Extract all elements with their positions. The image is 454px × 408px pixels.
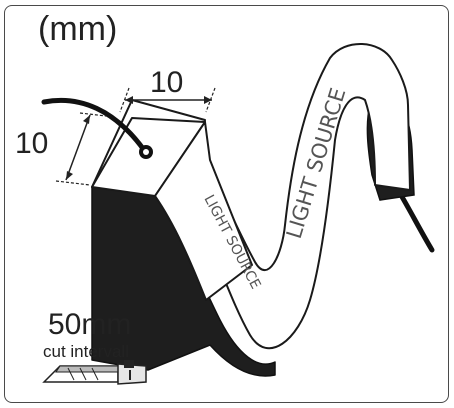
width-dimension-value: 10 [150, 66, 183, 99]
utility-knife-icon [42, 360, 147, 385]
height-dimension-value: 10 [15, 127, 48, 160]
cut-caption: cut intervall [43, 342, 129, 361]
block-side-face [154, 121, 253, 301]
unit-label: (mm) [38, 10, 117, 48]
height-dimension-line [65, 114, 91, 181]
cut-size-label: 50mm [48, 308, 131, 341]
left-cable [41, 97, 147, 153]
right-cable [395, 187, 435, 253]
diagram-frame [4, 5, 449, 403]
